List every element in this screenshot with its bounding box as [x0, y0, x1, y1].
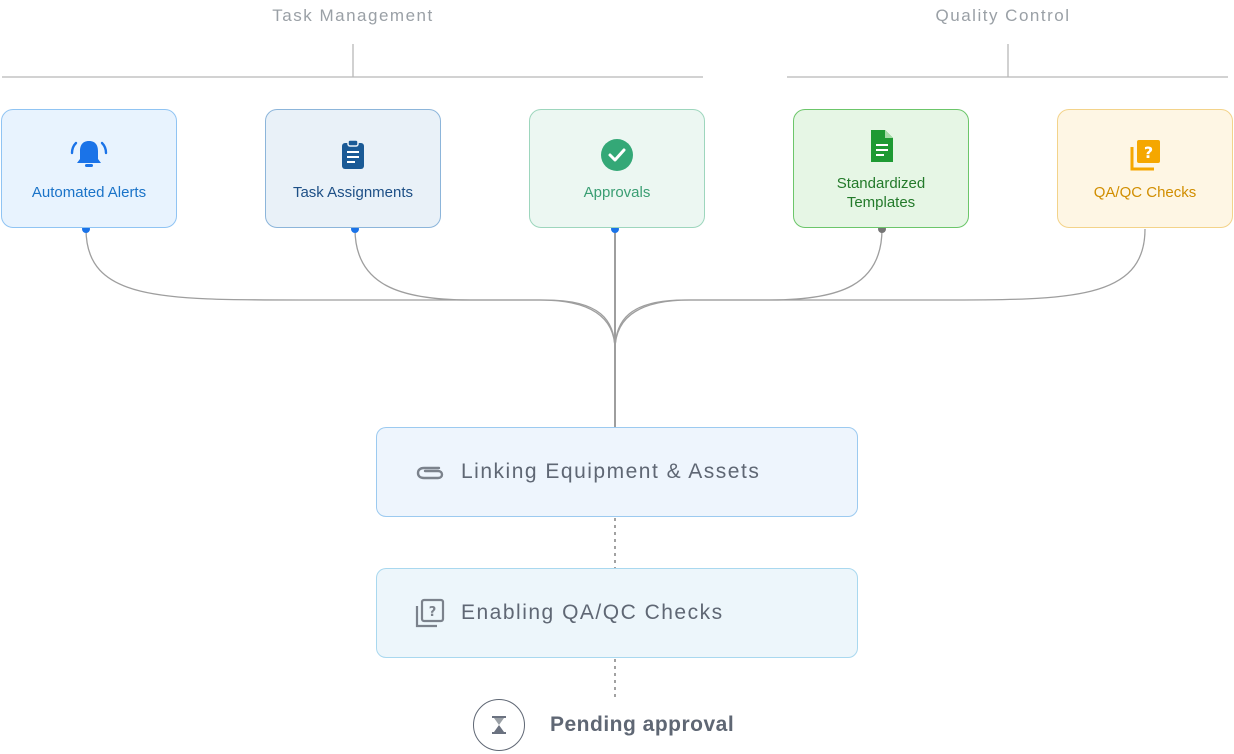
- card-label: Automated Alerts: [31, 184, 147, 201]
- document-icon: [861, 126, 901, 166]
- hourglass-icon: [473, 699, 525, 751]
- question-stack-icon: ?: [1125, 135, 1165, 175]
- card-automated-alerts[interactable]: Automated Alerts: [1, 109, 177, 228]
- card-label: QA/QC Checks: [1093, 184, 1197, 201]
- bell-icon: [69, 135, 109, 175]
- connector-qaqc: [614, 228, 1146, 351]
- connector-alerts: [85, 228, 616, 351]
- svg-text:?: ?: [429, 605, 437, 620]
- card-task-assignments[interactable]: Task Assignments: [265, 109, 441, 228]
- svg-text:?: ?: [1144, 143, 1153, 162]
- step-linking-equipment-assets[interactable]: Linking Equipment & Assets: [376, 427, 858, 517]
- pending-approval-status: Pending approval: [473, 699, 734, 751]
- group-label-quality-control: Quality Control: [935, 6, 1071, 25]
- group-label-task-management: Task Management: [272, 6, 434, 25]
- connector-tasks: [354, 228, 616, 351]
- check-circle-icon: [597, 135, 637, 175]
- card-approvals[interactable]: Approvals: [529, 109, 705, 228]
- card-label: Task Assignments: [292, 184, 414, 201]
- card-qa-qc-checks[interactable]: ? QA/QC Checks: [1057, 109, 1233, 228]
- card-standardized-templates[interactable]: Standardized Templates: [793, 109, 969, 228]
- card-label: Approvals: [583, 184, 651, 201]
- connector-templates: [614, 228, 883, 351]
- step-enabling-qa-qc-checks[interactable]: ? Enabling QA/QC Checks: [376, 568, 858, 658]
- card-label: Standardized Templates: [836, 174, 926, 211]
- pending-label: Pending approval: [550, 713, 735, 736]
- step-label: Linking Equipment & Assets: [461, 460, 761, 483]
- question-stack-icon: ?: [413, 596, 447, 630]
- step-label: Enabling QA/QC Checks: [461, 601, 724, 624]
- paperclip-icon: [413, 455, 447, 489]
- clipboard-icon: [333, 135, 373, 175]
